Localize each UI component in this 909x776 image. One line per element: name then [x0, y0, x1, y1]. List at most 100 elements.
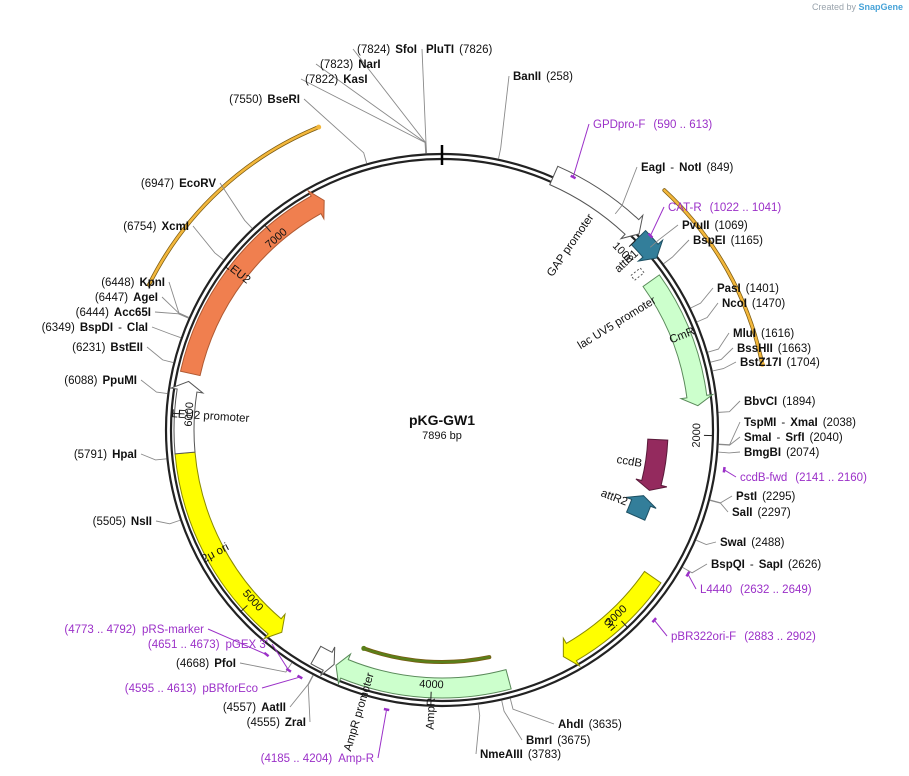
- site-label: (4668) PfoI: [176, 658, 236, 670]
- feature-gap-promoter: [549, 165, 644, 240]
- site-part: Acc65I: [114, 307, 151, 319]
- site-leader: [421, 48, 428, 154]
- site-part: SwaI: [720, 537, 746, 549]
- feature-ccdb: [635, 438, 669, 491]
- site-part: (6448): [101, 277, 134, 289]
- feature-attr2: [625, 495, 657, 521]
- site-leader: [712, 361, 737, 372]
- primer-label: GPDpro-F(590 .. 613): [593, 119, 712, 131]
- site-part: BmgBI: [744, 447, 781, 459]
- site-part: (1069): [714, 220, 747, 232]
- plasmid-name: pKG-GW1: [409, 412, 475, 428]
- primer-mark: [383, 707, 390, 712]
- snapgene-credit: Created by SnapGene: [812, 2, 903, 12]
- orf-arc: [147, 125, 320, 287]
- primer-label: (4185 .. 4204)Amp-R: [261, 753, 374, 765]
- site-part: BanII: [513, 71, 541, 83]
- tick-mark: [240, 605, 248, 612]
- site-part: (2074): [786, 447, 819, 459]
- site-part: PvuII: [682, 220, 709, 232]
- site-part: (1616): [761, 328, 794, 340]
- site-leader: [140, 379, 168, 394]
- site-part: KpnI: [139, 277, 165, 289]
- primer-mark: [296, 674, 303, 680]
- site-label: (7550)BseRI: [229, 94, 300, 106]
- site-part: (3675): [557, 735, 590, 747]
- site-label: (6754)XcmI: [123, 221, 189, 233]
- site-label: (6444)Acc65I: [76, 307, 151, 319]
- orf-arc-arrow: [759, 361, 765, 367]
- site-part: SapI: [759, 559, 783, 571]
- feature-cmr: [642, 274, 715, 407]
- tick-mark: [621, 620, 628, 628]
- site-label: PluTI (7826): [426, 44, 493, 56]
- site-part: (1401): [746, 283, 779, 295]
- site-part: NarI: [358, 59, 380, 71]
- site-label: BbvCI(1894): [744, 396, 816, 408]
- site-part: BstEII: [110, 342, 143, 354]
- site-leader: [303, 98, 368, 164]
- site-part: ZraI: [285, 717, 306, 729]
- site-leader: [695, 539, 717, 546]
- site-part: (1165): [731, 235, 764, 247]
- site-part: PluTI: [426, 44, 454, 56]
- primer-leader: [650, 206, 665, 236]
- primer-leader: [687, 573, 697, 590]
- site-part: PstI: [736, 491, 757, 503]
- site-label: EagI-NotI(849): [641, 162, 734, 174]
- primer-label: pBR322ori-F(2883 .. 2902): [671, 631, 816, 643]
- site-part: BbvCI: [744, 396, 777, 408]
- credit-prefix: Created by: [811, 2, 856, 12]
- site-leader: [709, 499, 729, 513]
- site-label: SwaI(2488): [720, 537, 785, 549]
- site-label: (6448) KpnI: [101, 277, 165, 289]
- site-leader: [140, 453, 167, 461]
- site-part: BssHII: [737, 343, 773, 355]
- site-part: KasI: [343, 74, 367, 86]
- primer-range: (2632 .. 2649): [740, 584, 812, 596]
- site-leader: [509, 698, 555, 725]
- orf-arc-arrow: [316, 124, 322, 130]
- primer-label: L4440(2632 .. 2649): [700, 584, 812, 596]
- site-part: XcmI: [162, 221, 190, 233]
- primer-label: (4595 .. 4613)pBRforEco: [125, 683, 258, 695]
- site-leader: [475, 704, 481, 755]
- site-part: (4668): [176, 658, 209, 670]
- tick-label: 6000: [183, 402, 196, 427]
- site-part: (7826): [459, 44, 492, 56]
- site-part: AatII: [261, 702, 286, 714]
- site-leader: [663, 239, 690, 265]
- primer-label: (4773 .. 4792) pRS-marker: [64, 624, 204, 636]
- site-leader: [300, 78, 427, 154]
- site-label: (5505)NsII: [93, 516, 152, 528]
- site-part: SalI: [732, 507, 752, 519]
- site-part: (3783): [528, 749, 561, 761]
- site-part: (258): [546, 71, 573, 83]
- site-part: BspDI: [80, 322, 113, 334]
- site-label: NmeAIII(3783): [480, 749, 561, 761]
- site-part: (5505): [93, 516, 126, 528]
- tick-mark: [264, 224, 272, 233]
- site-part: (1663): [778, 343, 811, 355]
- feature-label-ccdb: ccdB: [616, 454, 644, 470]
- site-label: BstZ17I(1704): [740, 357, 820, 369]
- site-label: (6231)BstEII: [72, 342, 143, 354]
- primer-mark: [651, 617, 658, 624]
- site-part: EagI: [641, 162, 665, 174]
- site-part: PfoI: [214, 658, 236, 670]
- site-part: (6088): [64, 375, 97, 387]
- primer-name: pRS-marker: [142, 624, 204, 636]
- primer-label: ccdB-fwd(2141 .. 2160): [740, 472, 867, 484]
- site-part: BstZ17I: [740, 357, 782, 369]
- primer-mark: [570, 174, 577, 180]
- site-leader: [168, 281, 190, 318]
- primer-range: (4595 .. 4613): [125, 683, 197, 695]
- primer-range: (4773 .. 4792): [64, 624, 136, 636]
- site-part: (2297): [757, 507, 790, 519]
- site-part: PpuMI: [103, 375, 138, 387]
- site-part: (7823): [320, 59, 353, 71]
- feature-leu2: [179, 189, 325, 377]
- site-part: (6947): [141, 178, 174, 190]
- site-part: PasI: [717, 283, 741, 295]
